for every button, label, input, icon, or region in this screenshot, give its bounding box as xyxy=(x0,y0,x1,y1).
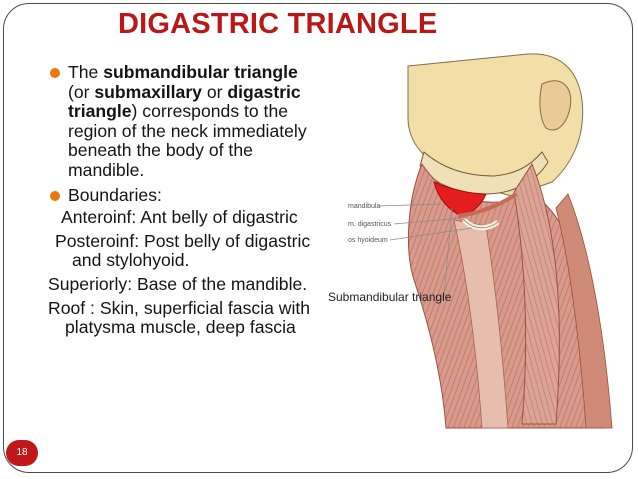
bullet-bold-term: digastric triangle xyxy=(68,81,301,122)
bullet-bold-term: submaxillary xyxy=(94,81,202,102)
bullet-text: (or xyxy=(68,81,95,102)
page-number-badge: 18 xyxy=(6,440,38,466)
bullet-text: The xyxy=(68,62,104,82)
trapezius-muscle xyxy=(555,193,613,429)
digastric-muscle xyxy=(457,192,518,218)
bullet-boundaries: Boundaries: xyxy=(48,184,320,206)
label-os-hyoideum: os hyoideum xyxy=(348,237,388,244)
figure-caption: Submandibular triangle xyxy=(328,290,452,304)
boundary-roof: Roof : Skin, superficial fascia with pla… xyxy=(48,297,311,338)
slide-body: The submandibular triangle (or submaxill… xyxy=(48,62,320,338)
boundary-posteroinferior: Posteroinf: Post belly of digastric and … xyxy=(55,230,311,271)
ear-shape xyxy=(539,80,572,131)
bullet-text: ) corresponds to the region of the neck … xyxy=(68,101,307,180)
slide-title: DIGASTRIC TRIANGLE xyxy=(118,8,438,40)
strap-muscles xyxy=(453,219,509,429)
neck-anatomy-figure: mandibula m. digastricus os hyoideum Sub… xyxy=(328,53,613,429)
bullet-definition: The submandibular triangle (or submaxill… xyxy=(48,62,320,181)
leader-line-triangle xyxy=(443,207,453,297)
submandibular-triangle-region xyxy=(433,181,487,217)
label-mandibula: mandibula xyxy=(348,203,380,210)
bullet-text: Boundaries: xyxy=(68,184,162,205)
bullet-bold-term: submandibular triangle xyxy=(103,62,298,82)
leader-line-hyoid xyxy=(389,227,473,241)
bullet-dot-icon xyxy=(50,190,60,201)
bullet-text: or xyxy=(201,81,228,102)
label-digastricus: m. digastricus xyxy=(348,221,392,228)
bullet-dot-icon xyxy=(50,68,60,78)
leader-line-mandibula xyxy=(377,203,443,207)
sternocleidomastoid-muscle xyxy=(513,162,560,425)
boundary-superior: Superiorly: Base of the mandible. xyxy=(48,273,308,294)
slide-frame xyxy=(3,3,633,473)
boundary-anteroinferior: Anteroinf: Ant belly of digastric xyxy=(61,207,298,228)
